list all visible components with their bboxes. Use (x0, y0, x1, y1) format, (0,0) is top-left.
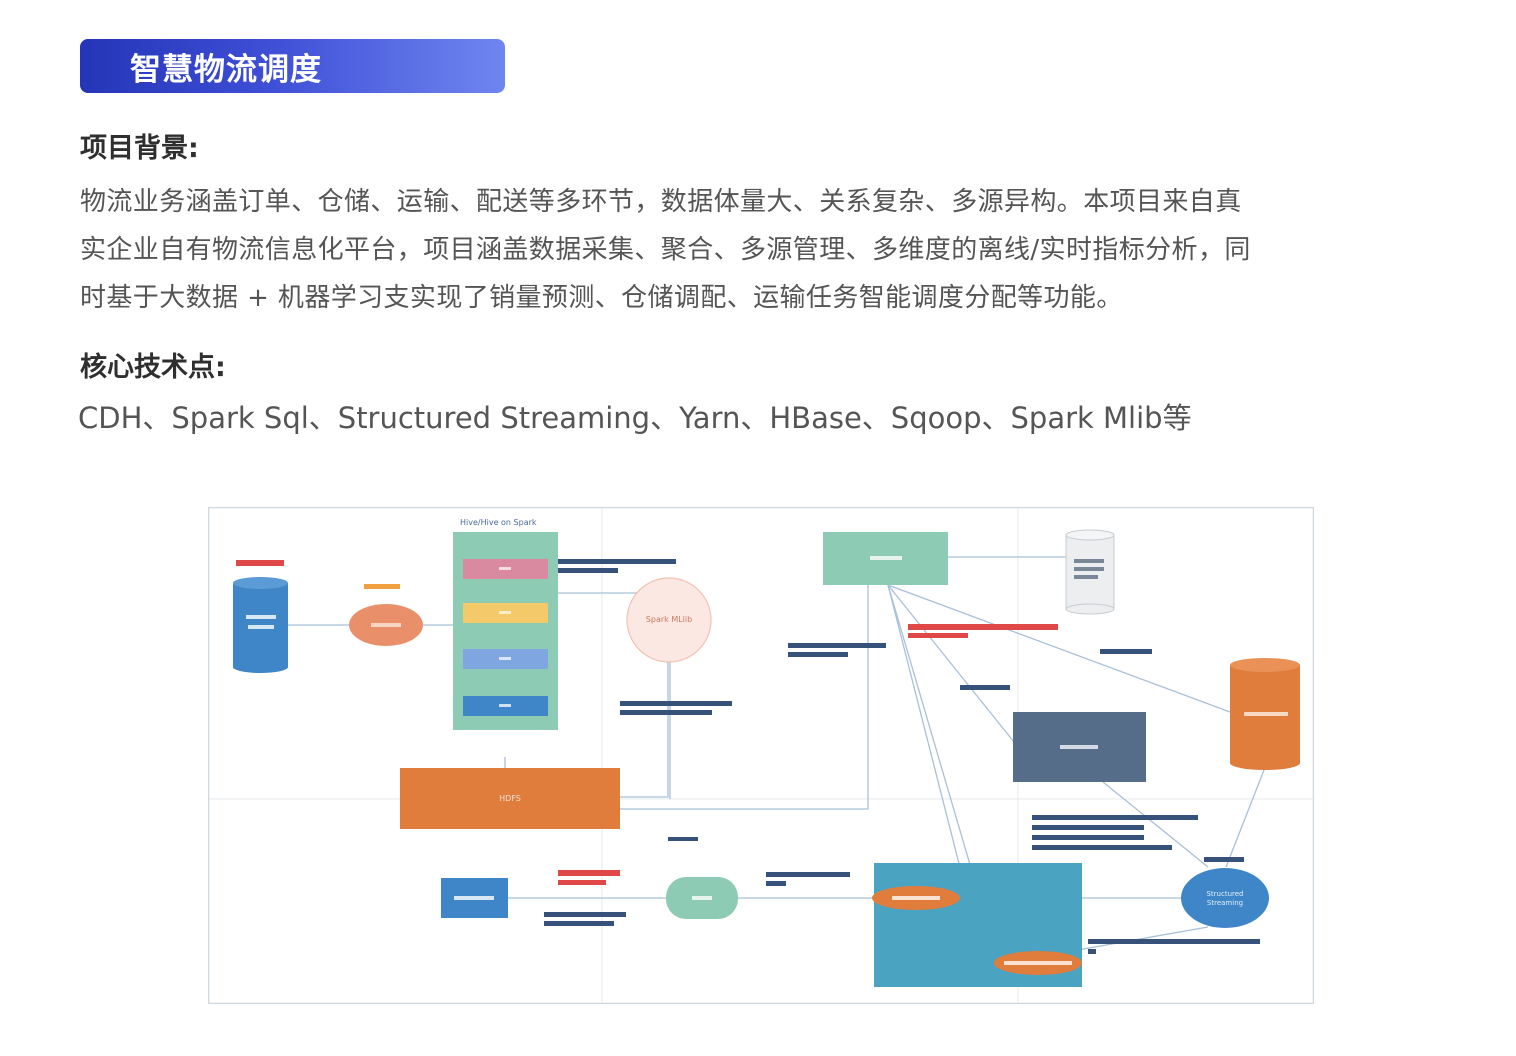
page-title: 智慧物流调度 (130, 51, 322, 88)
web-system-block (823, 532, 948, 585)
structured-streaming-node: Structured Streaming (1181, 868, 1269, 928)
diagram-frame (208, 507, 1314, 1004)
mysql-database-icon (233, 577, 288, 673)
redis-block (1013, 712, 1146, 782)
client-terminal-block (441, 878, 508, 918)
background-line-1: 物流业务涵盖订单、仓储、运输、配送等多环节，数据体量大、关系复杂、多源异构。本项… (80, 187, 1242, 217)
title-banner: 智慧物流调度 (80, 39, 505, 93)
architecture-svg: Hive/Hive on Spark Spark MLlib HDFS (208, 507, 1314, 1004)
hdfs-block: HDFS (400, 768, 620, 829)
annotation-blue-marks (544, 559, 1260, 954)
annotation-red-marks (236, 560, 1058, 885)
hdfs-label: HDFS (499, 794, 521, 803)
hive-block: Hive/Hive on Spark (453, 518, 558, 730)
tech-list: CDH、Spark Sql、Structured Streaming、Yarn、… (78, 401, 1192, 435)
background-line-2: 实企业自有物流信息化平台，项目涵盖数据采集、聚合、多源管理、多维度的离线/实时指… (80, 235, 1251, 265)
kafka-node (666, 877, 738, 919)
background-paragraph: 物流业务涵盖订单、仓储、运输、配送等多环节，数据体量大、关系复杂、多源异构。本项… (80, 178, 1460, 322)
architecture-diagram: Hive/Hive on Spark Spark MLlib HDFS (208, 507, 1314, 1004)
streaming-label: Streaming (1207, 899, 1243, 907)
spark-mllib-label: Spark MLlib (646, 615, 692, 624)
mysql-business-db-icon (1065, 529, 1115, 615)
background-line-3: 时基于大数据 + 机器学习支实现了销量预测、仓储调配、运输任务智能调度分配等功能… (80, 283, 1123, 313)
background-heading: 项目背景: (80, 133, 199, 164)
structured-label: Structured (1206, 890, 1243, 898)
hbase-storage-icon (1230, 658, 1300, 770)
hive-title: Hive/Hive on Spark (460, 518, 537, 527)
tech-heading: 核心技术点: (80, 352, 226, 383)
topic-container (872, 863, 1082, 987)
spark-mllib-node: Spark MLlib (626, 577, 712, 663)
sqoop-node (349, 604, 423, 646)
